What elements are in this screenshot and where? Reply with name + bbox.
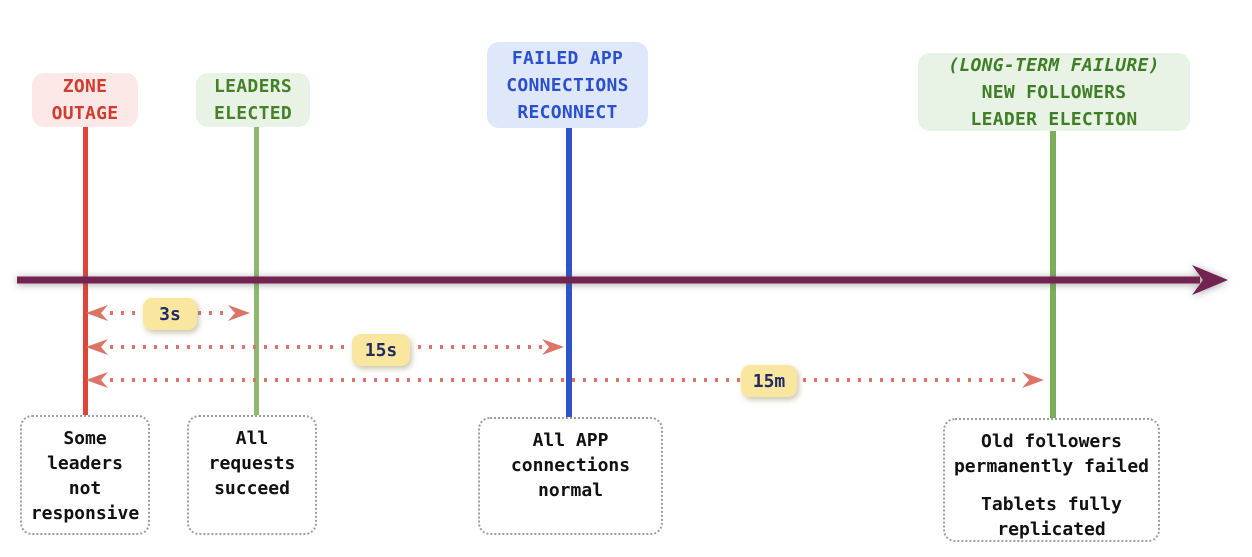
note-line: leaders <box>47 453 123 474</box>
label-line: ELECTED <box>214 103 292 124</box>
note-line: Some <box>63 428 107 449</box>
label-line: FAILED APP <box>511 47 624 69</box>
label-line: OUTAGE <box>51 103 119 124</box>
milestone-label-long-term-failure-election: (LONG-TERM FAILURE) NEW FOLLOWERS LEADER… <box>918 53 1190 131</box>
note-leaders-elected: All requests succeed <box>187 415 317 535</box>
note-line: Tablets fully <box>981 494 1122 515</box>
label-line: CONNECTIONS <box>506 74 629 96</box>
note-line: permanently failed <box>953 456 1150 477</box>
note-line: not <box>68 478 102 499</box>
event-line-leaders-elected <box>254 127 259 417</box>
note-line: connections <box>510 455 631 476</box>
milestone-label-failed-app-connections-reconnect: FAILED APP CONNECTIONS RECONNECT <box>487 42 648 128</box>
label-line: ZONE <box>62 76 108 97</box>
note-line: responsive <box>30 503 140 524</box>
note-line: succeed <box>214 478 290 499</box>
duration-badge-3s: 3s <box>143 298 197 330</box>
label-line: LEADER ELECTION <box>970 108 1138 130</box>
note-line: requests <box>208 453 296 474</box>
milestone-label-leaders-elected: LEADERS ELECTED <box>196 73 310 127</box>
milestone-label-zone-outage: ZONE OUTAGE <box>32 73 138 127</box>
event-line-long-term-failure-election <box>1050 131 1056 418</box>
note-line: normal <box>537 480 604 501</box>
duration-arrow-15s <box>86 339 564 355</box>
note-line: All <box>235 428 269 449</box>
note-line: Old followers <box>981 431 1122 452</box>
label-line: LEADERS <box>214 76 292 97</box>
label-line: (LONG-TERM FAILURE) <box>948 54 1160 76</box>
event-line-failed-app-connections-reconnect <box>566 128 572 417</box>
event-line-zone-outage <box>83 127 88 417</box>
note-line <box>945 479 1158 492</box>
note-zone-outage: Some leaders not responsive <box>20 415 150 535</box>
duration-badge-15m: 15m <box>741 365 797 397</box>
note-long-term-failure-election: Old followers permanently failed Tablets… <box>943 418 1160 542</box>
note-line: All APP <box>532 430 609 451</box>
label-line: RECONNECT <box>517 101 618 123</box>
duration-badge-15s: 15s <box>352 334 410 366</box>
duration-arrow-15m <box>86 372 1044 388</box>
note-failed-app-connections-reconnect: All APP connections normal <box>478 417 663 535</box>
note-line: replicated <box>997 519 1106 540</box>
label-line: NEW FOLLOWERS <box>981 81 1127 103</box>
